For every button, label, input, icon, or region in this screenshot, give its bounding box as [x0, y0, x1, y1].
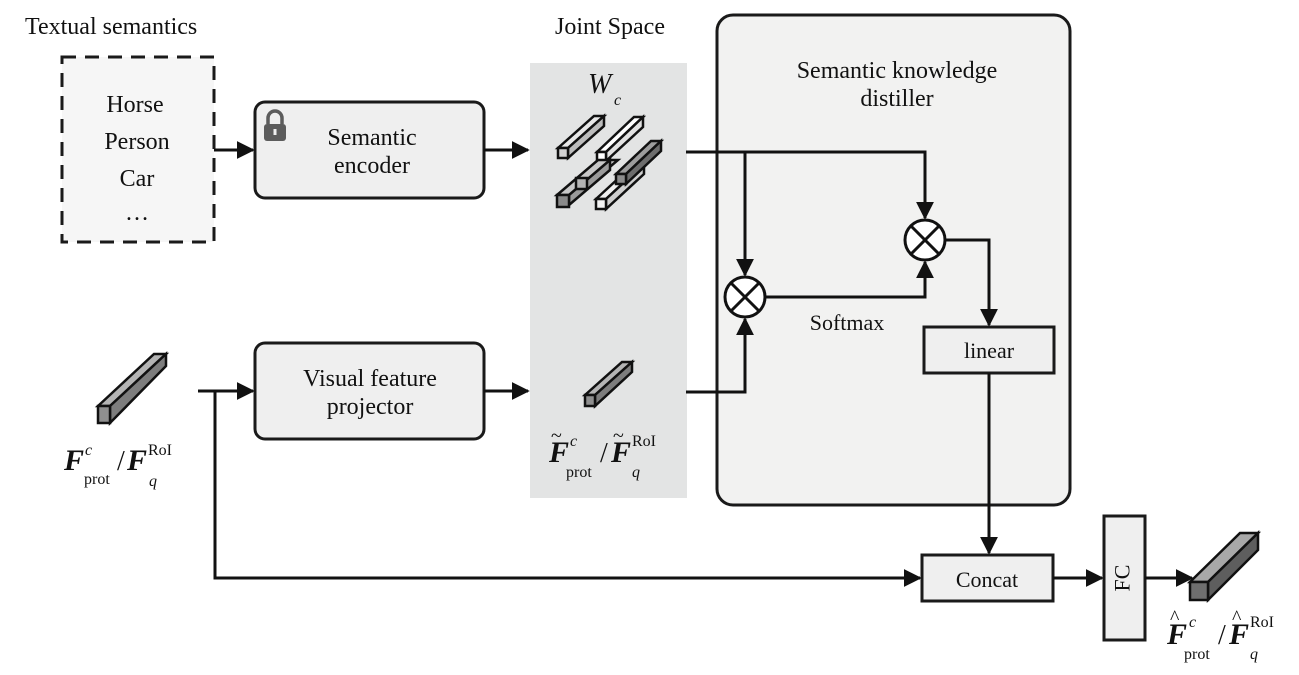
svg-text:~: ~ — [613, 425, 624, 447]
svg-text:FC: FC — [1110, 565, 1135, 592]
svg-text:q: q — [1250, 646, 1258, 663]
softmax-label: Softmax — [810, 310, 885, 335]
svg-text:~: ~ — [551, 425, 562, 447]
svg-text:F: F — [1166, 618, 1187, 651]
svg-text:/: / — [117, 446, 125, 477]
visual-feature-projector-block: Visual feature projector — [253, 341, 486, 441]
visual-projector-line2: projector — [327, 394, 414, 420]
svg-text:/: / — [1218, 620, 1226, 651]
distiller-title-line1: Semantic knowledge — [797, 58, 998, 84]
joint-space-panel — [530, 63, 687, 498]
wc-label: W c — [588, 69, 621, 109]
svg-text:prot: prot — [566, 464, 592, 481]
wc-sub: c — [614, 92, 621, 109]
svg-text:prot: prot — [84, 471, 110, 488]
class-item: Person — [104, 129, 169, 155]
textual-semantics-box — [60, 55, 216, 244]
svg-text:^: ^ — [1170, 607, 1180, 629]
fc-block: FC — [1102, 514, 1147, 642]
svg-text:Concat: Concat — [956, 567, 1018, 592]
class-item: Car — [120, 166, 155, 192]
svg-text:q: q — [149, 473, 157, 490]
input-feature-cuboid — [94, 351, 170, 427]
arrow-softmax-to-mult2 — [765, 260, 934, 299]
input-feature-label: F c prot / F RoI q — [63, 442, 172, 490]
svg-text:F: F — [126, 444, 147, 477]
linear-block: linear — [922, 325, 1056, 375]
svg-text:c: c — [570, 433, 577, 450]
feature-cuboid-icon — [554, 113, 608, 161]
feature-cuboid-icon — [612, 138, 665, 187]
output-feature-label: F ^ c prot / F ^ RoI q — [1166, 607, 1274, 663]
semantic-knowledge-distiller-panel — [715, 13, 1072, 507]
svg-text:RoI: RoI — [1250, 614, 1274, 631]
svg-text:c: c — [1189, 614, 1196, 631]
arrow-skip-to-concat — [213, 391, 922, 587]
svg-text:F: F — [63, 444, 84, 477]
semantic-encoder-line2: encoder — [334, 153, 410, 179]
connectors — [198, 141, 1194, 587]
svg-text:RoI: RoI — [148, 442, 172, 459]
wc-base: W — [588, 69, 614, 100]
wc-weight-vectors — [553, 113, 665, 212]
svg-text:/: / — [600, 438, 608, 469]
feature-cuboid-icon — [593, 114, 647, 164]
semantic-encoder-block: Semantic encoder — [253, 100, 486, 200]
svg-text:F: F — [548, 436, 569, 469]
joint-space-title: Joint Space — [555, 14, 665, 40]
svg-text:RoI: RoI — [632, 433, 656, 450]
arrow-wc-to-mult2 — [686, 150, 934, 220]
semantic-encoder-line1: Semantic — [327, 125, 416, 151]
circled-times-icon — [903, 218, 947, 262]
svg-text:^: ^ — [1232, 607, 1242, 629]
distiller-title-line2: distiller — [860, 86, 933, 112]
textual-class-list: Horse Person Car … — [104, 92, 169, 226]
arrow-projected-to-mult1 — [686, 317, 754, 394]
svg-text:q: q — [632, 464, 640, 481]
projected-feature-cuboid — [581, 359, 636, 409]
svg-text:F: F — [610, 436, 631, 469]
class-item: Horse — [106, 92, 163, 118]
textual-semantics-title: Textual semantics — [25, 14, 197, 40]
class-item-ellipsis: … — [125, 200, 149, 226]
arrow-mult2-to-linear — [945, 238, 998, 327]
svg-text:linear: linear — [964, 338, 1015, 363]
projected-feature-label: F ~ c prot / F ~ RoI q — [548, 425, 656, 481]
visual-projector-line1: Visual feature — [303, 366, 437, 392]
output-feature-cuboid — [1186, 530, 1262, 604]
concat-block: Concat — [920, 553, 1055, 603]
lock-icon — [264, 109, 286, 141]
svg-text:c: c — [85, 442, 92, 459]
svg-text:prot: prot — [1184, 646, 1210, 663]
svg-text:F: F — [1228, 618, 1249, 651]
circled-times-icon — [723, 275, 767, 319]
feature-cuboid-icon — [553, 157, 622, 209]
